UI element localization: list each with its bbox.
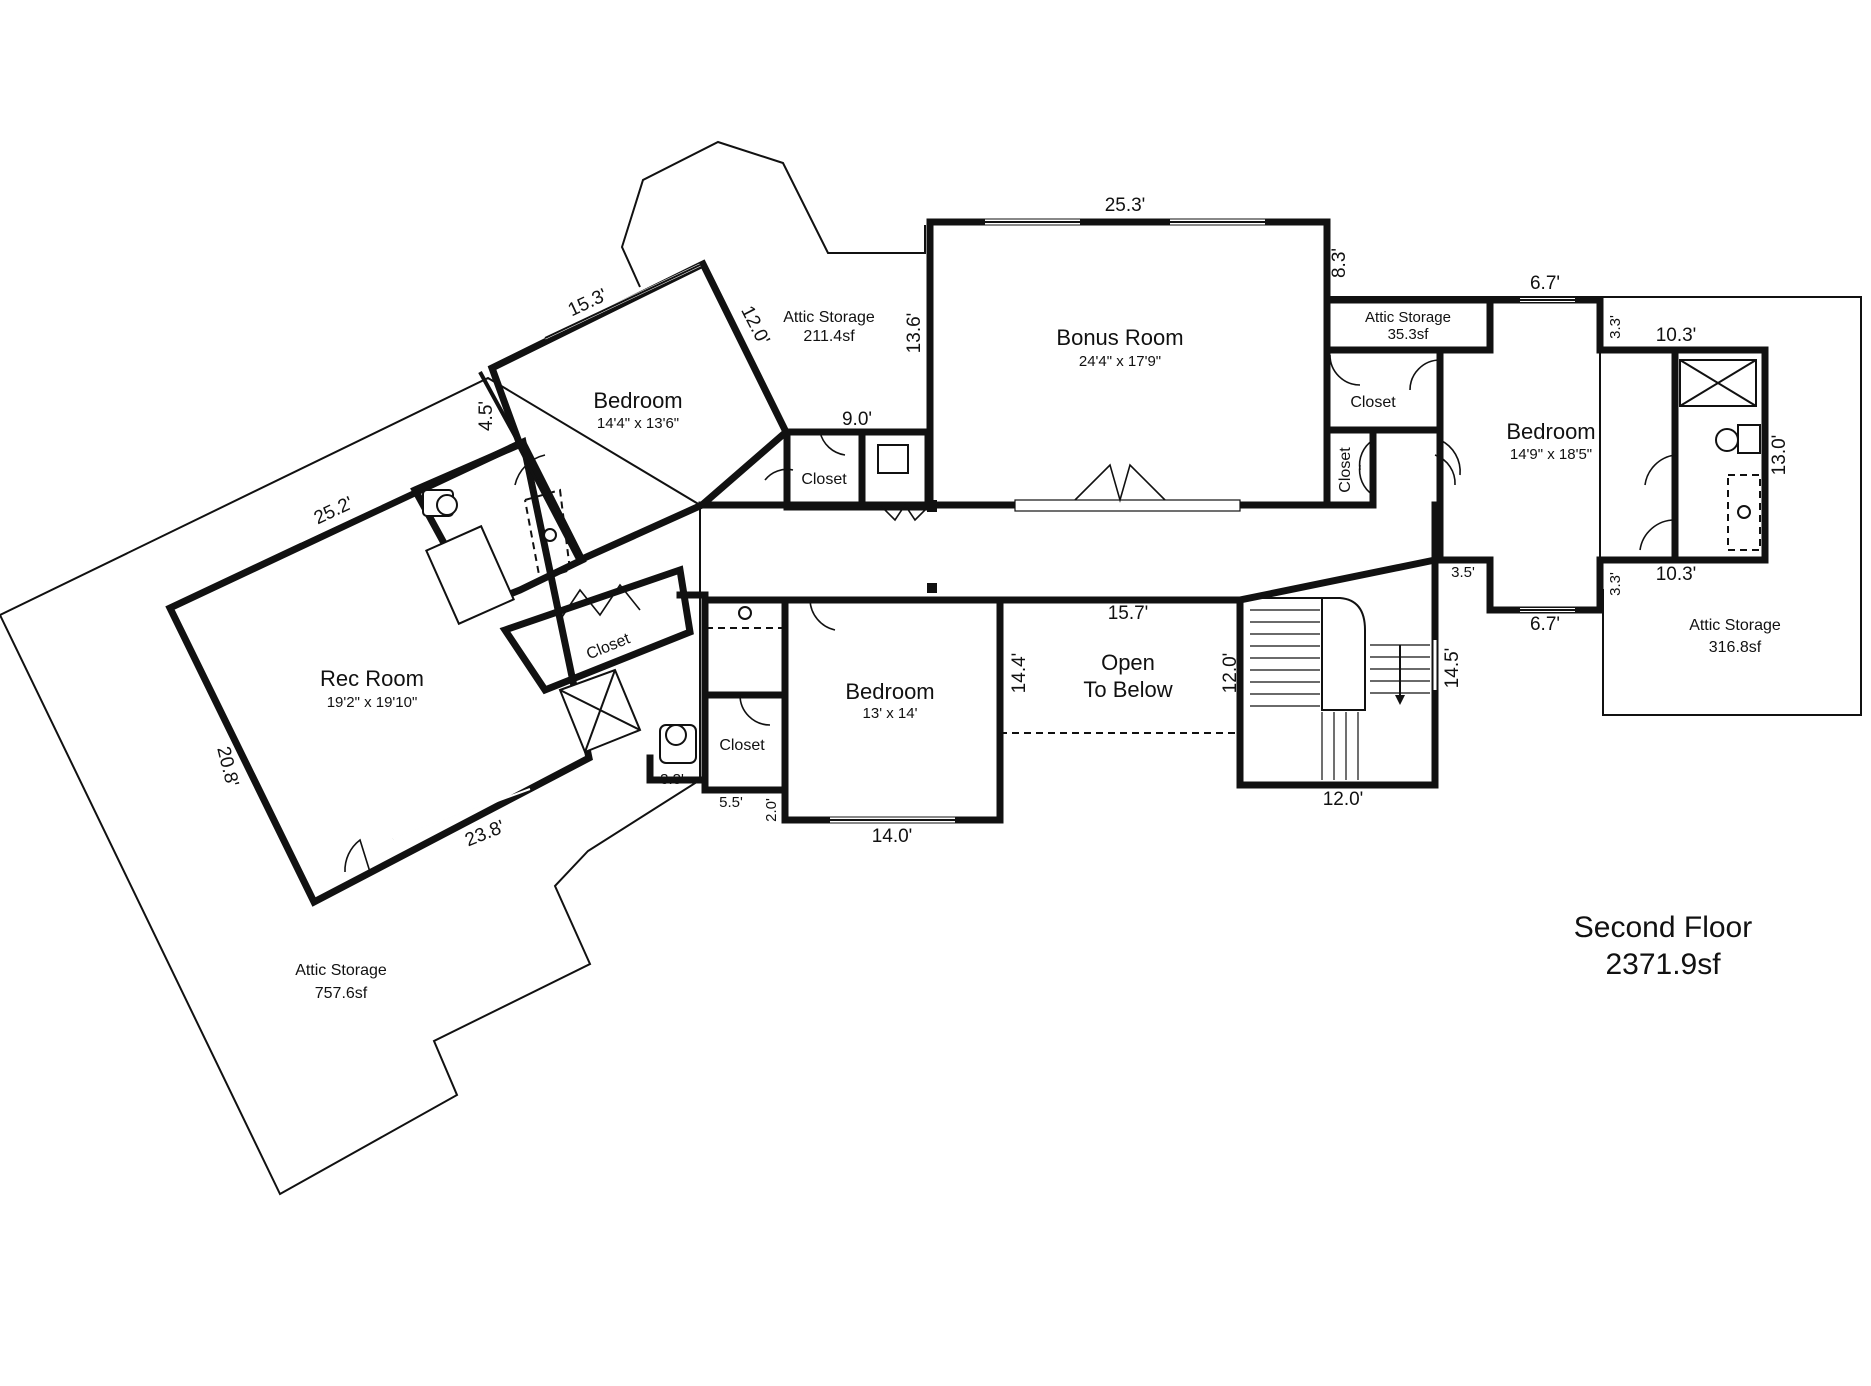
bedroom-left-name: Bedroom [593,388,682,413]
dim-10-3-bottom: 10.3' [1656,564,1697,585]
bedroom-center-walls [781,596,1004,824]
sink-center-bath [738,606,752,620]
hall-right-door[interactable] [1434,454,1456,486]
right-bath-door-2[interactable] [1639,519,1676,551]
bedroom-right-size: 14'9" x 18'5" [1510,446,1592,463]
bedroom-center-size: 13' x 14' [863,705,918,722]
closet-top-left-door[interactable] [819,431,846,456]
attic-bottom-name: Attic Storage [295,962,387,979]
dim-2-0: 2.0' [763,798,780,822]
closet-label-5: Closet [719,737,765,754]
attic-right-name: Attic Storage [1689,617,1781,634]
closet-center-door[interactable] [739,694,771,726]
toilet-right-tank [1737,424,1761,454]
closet-label-1: Closet [801,471,847,488]
dim-3-3-top: 3.3' [1607,315,1624,339]
closet-top-left-side-door[interactable] [764,468,794,481]
bedroom-left-side-wall [478,371,522,446]
stair-arrow-head [1395,695,1405,705]
dim-3-3-left: 3.3' [660,771,684,788]
hall-bifold[interactable] [879,503,931,522]
closet-right-door-2[interactable] [1409,359,1441,391]
bedroom-center-door[interactable] [809,599,836,631]
rec-door-swing[interactable] [344,838,371,873]
dim-5-5: 5.5' [719,794,743,811]
floor-area: 2371.9sf [1605,948,1721,981]
rec-room-size: 19'2" x 19'10" [327,694,418,711]
closet-label-2: Closet [1350,394,1396,411]
closet-diag-bifold[interactable] [559,583,641,621]
sink-right-bath [1737,505,1751,519]
dim-6-7-top: 6.7' [1530,273,1560,294]
bathtub [425,524,515,626]
bedroom-left-size: 14'4" x 13'6" [597,415,679,432]
dim-14-0: 14.0' [872,826,913,847]
attic-small-area: 35.3sf [1388,326,1430,343]
right-bath-door-1[interactable] [1644,454,1676,486]
attic-right-area: 316.8sf [1709,639,1762,656]
dim-9-0: 9.0' [842,409,872,430]
shower-diag-2 [584,669,616,753]
dim-14-4: 14.4' [1009,653,1030,694]
dim-13-6: 13.6' [904,313,925,354]
attic-top-area: 211.4sf [803,328,855,345]
bedroom-right-name: Bedroom [1506,419,1595,444]
dim-4-5: 4.5' [476,401,497,431]
attic-bottom-outline [0,376,701,1196]
floor-name: Second Floor [1574,911,1752,944]
attic-bottom-area: 757.6sf [315,985,368,1002]
dim-14-5: 14.5' [1442,648,1463,689]
hall-column-1 [927,500,937,512]
bedroom-left-window [544,264,701,339]
dim-25-3: 25.3' [1105,195,1146,216]
closet-right-door-1[interactable] [1329,354,1361,386]
open-to-below-line2: To Below [1083,677,1172,702]
bedroom-right-door[interactable] [1439,439,1461,476]
attic-top-outline [620,140,926,288]
hall-column-2 [927,583,937,593]
stair-walls [1236,555,1439,789]
hvac-unit [877,444,909,474]
bonus-opening [1014,499,1241,512]
stair-outline [1250,597,1366,711]
rec-room-walls [165,436,593,907]
dim-8-3: 8.3' [1329,248,1350,278]
bath-door-swing[interactable] [514,454,546,486]
right-bath-walls [1671,346,1769,564]
attic-top-name: Attic Storage [783,309,875,326]
bonus-room-size: 24'4" x 17'9" [1079,353,1161,370]
closet-vertical-walls [1323,426,1377,509]
dim-12-0-stairs: 12.0' [1323,789,1364,810]
closet-vertical-doors[interactable] [1358,439,1374,496]
toilet-bowl-left [436,494,458,516]
closet-right-walls [1323,346,1444,434]
dim-6-7-bottom: 6.7' [1530,614,1560,635]
right-shower-diag-2 [1679,359,1757,407]
dim-3-5: 3.5' [1451,564,1475,581]
bonus-french-doors[interactable] [1074,463,1166,503]
bonus-room-name: Bonus Room [1056,325,1183,350]
dim-10-3-top: 10.3' [1656,325,1697,346]
attic-small-name: Attic Storage [1365,309,1451,326]
rec-room-name: Rec Room [320,666,424,691]
vanity-left-bath [524,488,572,582]
dim-12-0-mid: 12.0' [1220,653,1241,694]
dim-15-7: 15.7' [1108,603,1149,624]
closet-label-3: Closet [1337,447,1354,493]
bedroom-center-name: Bedroom [845,679,934,704]
toilet-right-bowl [1715,428,1739,452]
dim-13-0: 13.0' [1769,435,1790,476]
open-to-below-line1: Open [1101,650,1155,675]
dim-3-3-bottom: 3.3' [1607,572,1624,596]
toilet-bowl-center [665,724,687,746]
closet-diag-walls [499,565,694,695]
rec-window-bottom-glass [392,788,531,840]
sink-left-bath [543,528,557,542]
